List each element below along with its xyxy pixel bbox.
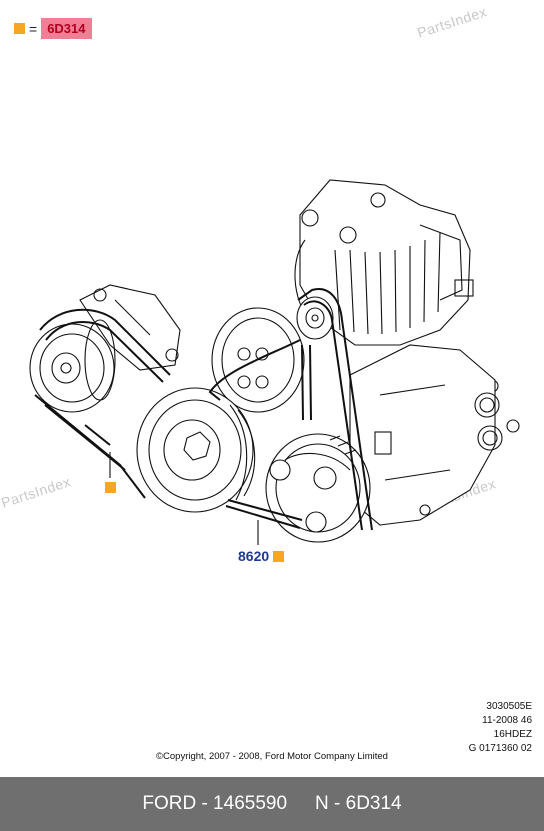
alternator-pulley[interactable] — [296, 296, 334, 340]
ac-compressor[interactable] — [349, 344, 520, 526]
copyright-text: ©Copyright, 2007 - 2008, Ford Motor Comp… — [156, 751, 388, 762]
ref-line-4: G 0171360 02 — [468, 743, 532, 754]
legend: = 6D314 — [14, 18, 92, 39]
crankshaft-pulley[interactable] — [136, 387, 256, 513]
legend-equals: = — [29, 20, 38, 37]
footer-part-number: FORD - 1465590 — [142, 793, 288, 814]
footer-code: N - 6D314 — [315, 793, 402, 814]
serpentine-belt[interactable] — [34, 288, 373, 531]
ref-line-3: 16HDEZ — [493, 729, 532, 740]
callout-belt-number[interactable]: 8620 — [238, 548, 270, 564]
callout-marker-icon[interactable] — [105, 482, 116, 493]
reference-codes: 3030505E 11-2008 46 16HDEZ G 0171360 02 — [469, 700, 532, 756]
compressor-pulley[interactable] — [265, 433, 371, 543]
belt-tensioner[interactable] — [79, 284, 181, 371]
callout-belt-marker-icon[interactable] — [273, 551, 284, 562]
footer-bar: FORD - 1465590 N - 6D314 — [0, 777, 544, 831]
legend-marker-icon — [14, 23, 25, 34]
ref-line-2: 11-2008 46 — [482, 715, 532, 726]
legend-code-badge[interactable]: 6D314 — [41, 18, 92, 39]
ref-line-1: 3030505E — [486, 701, 532, 712]
